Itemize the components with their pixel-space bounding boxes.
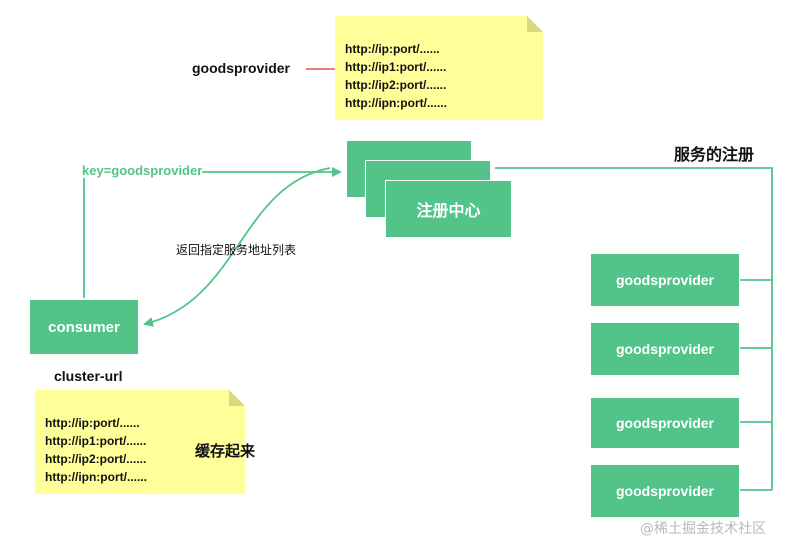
note-line: http://ip1:port/...... [45,434,147,448]
note-line: http://ip1:port/...... [345,60,447,74]
note-line: http://ipn:port/...... [45,470,147,484]
provider-label: goodsprovider [615,341,714,357]
key-label: key=goodsprovider [82,163,203,178]
registry-address-note: http://ip:port/...... http://ip1:port/..… [335,16,543,120]
provider-label: goodsprovider [615,272,714,288]
provider-box: goodsprovider [590,464,740,518]
consumer-box: consumer [29,299,139,355]
return-arrow [143,167,331,327]
provider-box: goodsprovider [590,253,740,307]
cluster-url-label: cluster-url [54,368,123,384]
note-line: http://ip:port/...... [45,416,140,430]
note-line: http://ip2:port/...... [45,452,147,466]
registry-center-label: 注册中心 [416,203,481,220]
goodsprovider-label: goodsprovider [192,60,291,76]
registry-center-box: 注册中心 [385,180,512,238]
provider-label: goodsprovider [615,483,714,499]
provider-label: goodsprovider [615,415,714,431]
note-line: http://ip2:port/...... [345,78,447,92]
provider-box: goodsprovider [590,322,740,376]
note-fold-corner [527,16,543,32]
registration-label: 服务的注册 [674,145,755,164]
note-fold-corner [229,390,245,406]
watermark: @稀土掘金技术社区 [640,521,766,537]
provider-box: goodsprovider [590,397,740,449]
registration-bracket [495,167,773,491]
consumer-label: consumer [48,318,120,336]
cache-address-note: http://ip:port/...... http://ip1:port/..… [35,390,255,494]
cache-label: 缓存起来 [195,442,256,460]
return-label: 返回指定服务地址列表 [176,243,297,257]
note-line: http://ipn:port/...... [345,96,447,110]
note-line: http://ip:port/...... [345,42,440,56]
